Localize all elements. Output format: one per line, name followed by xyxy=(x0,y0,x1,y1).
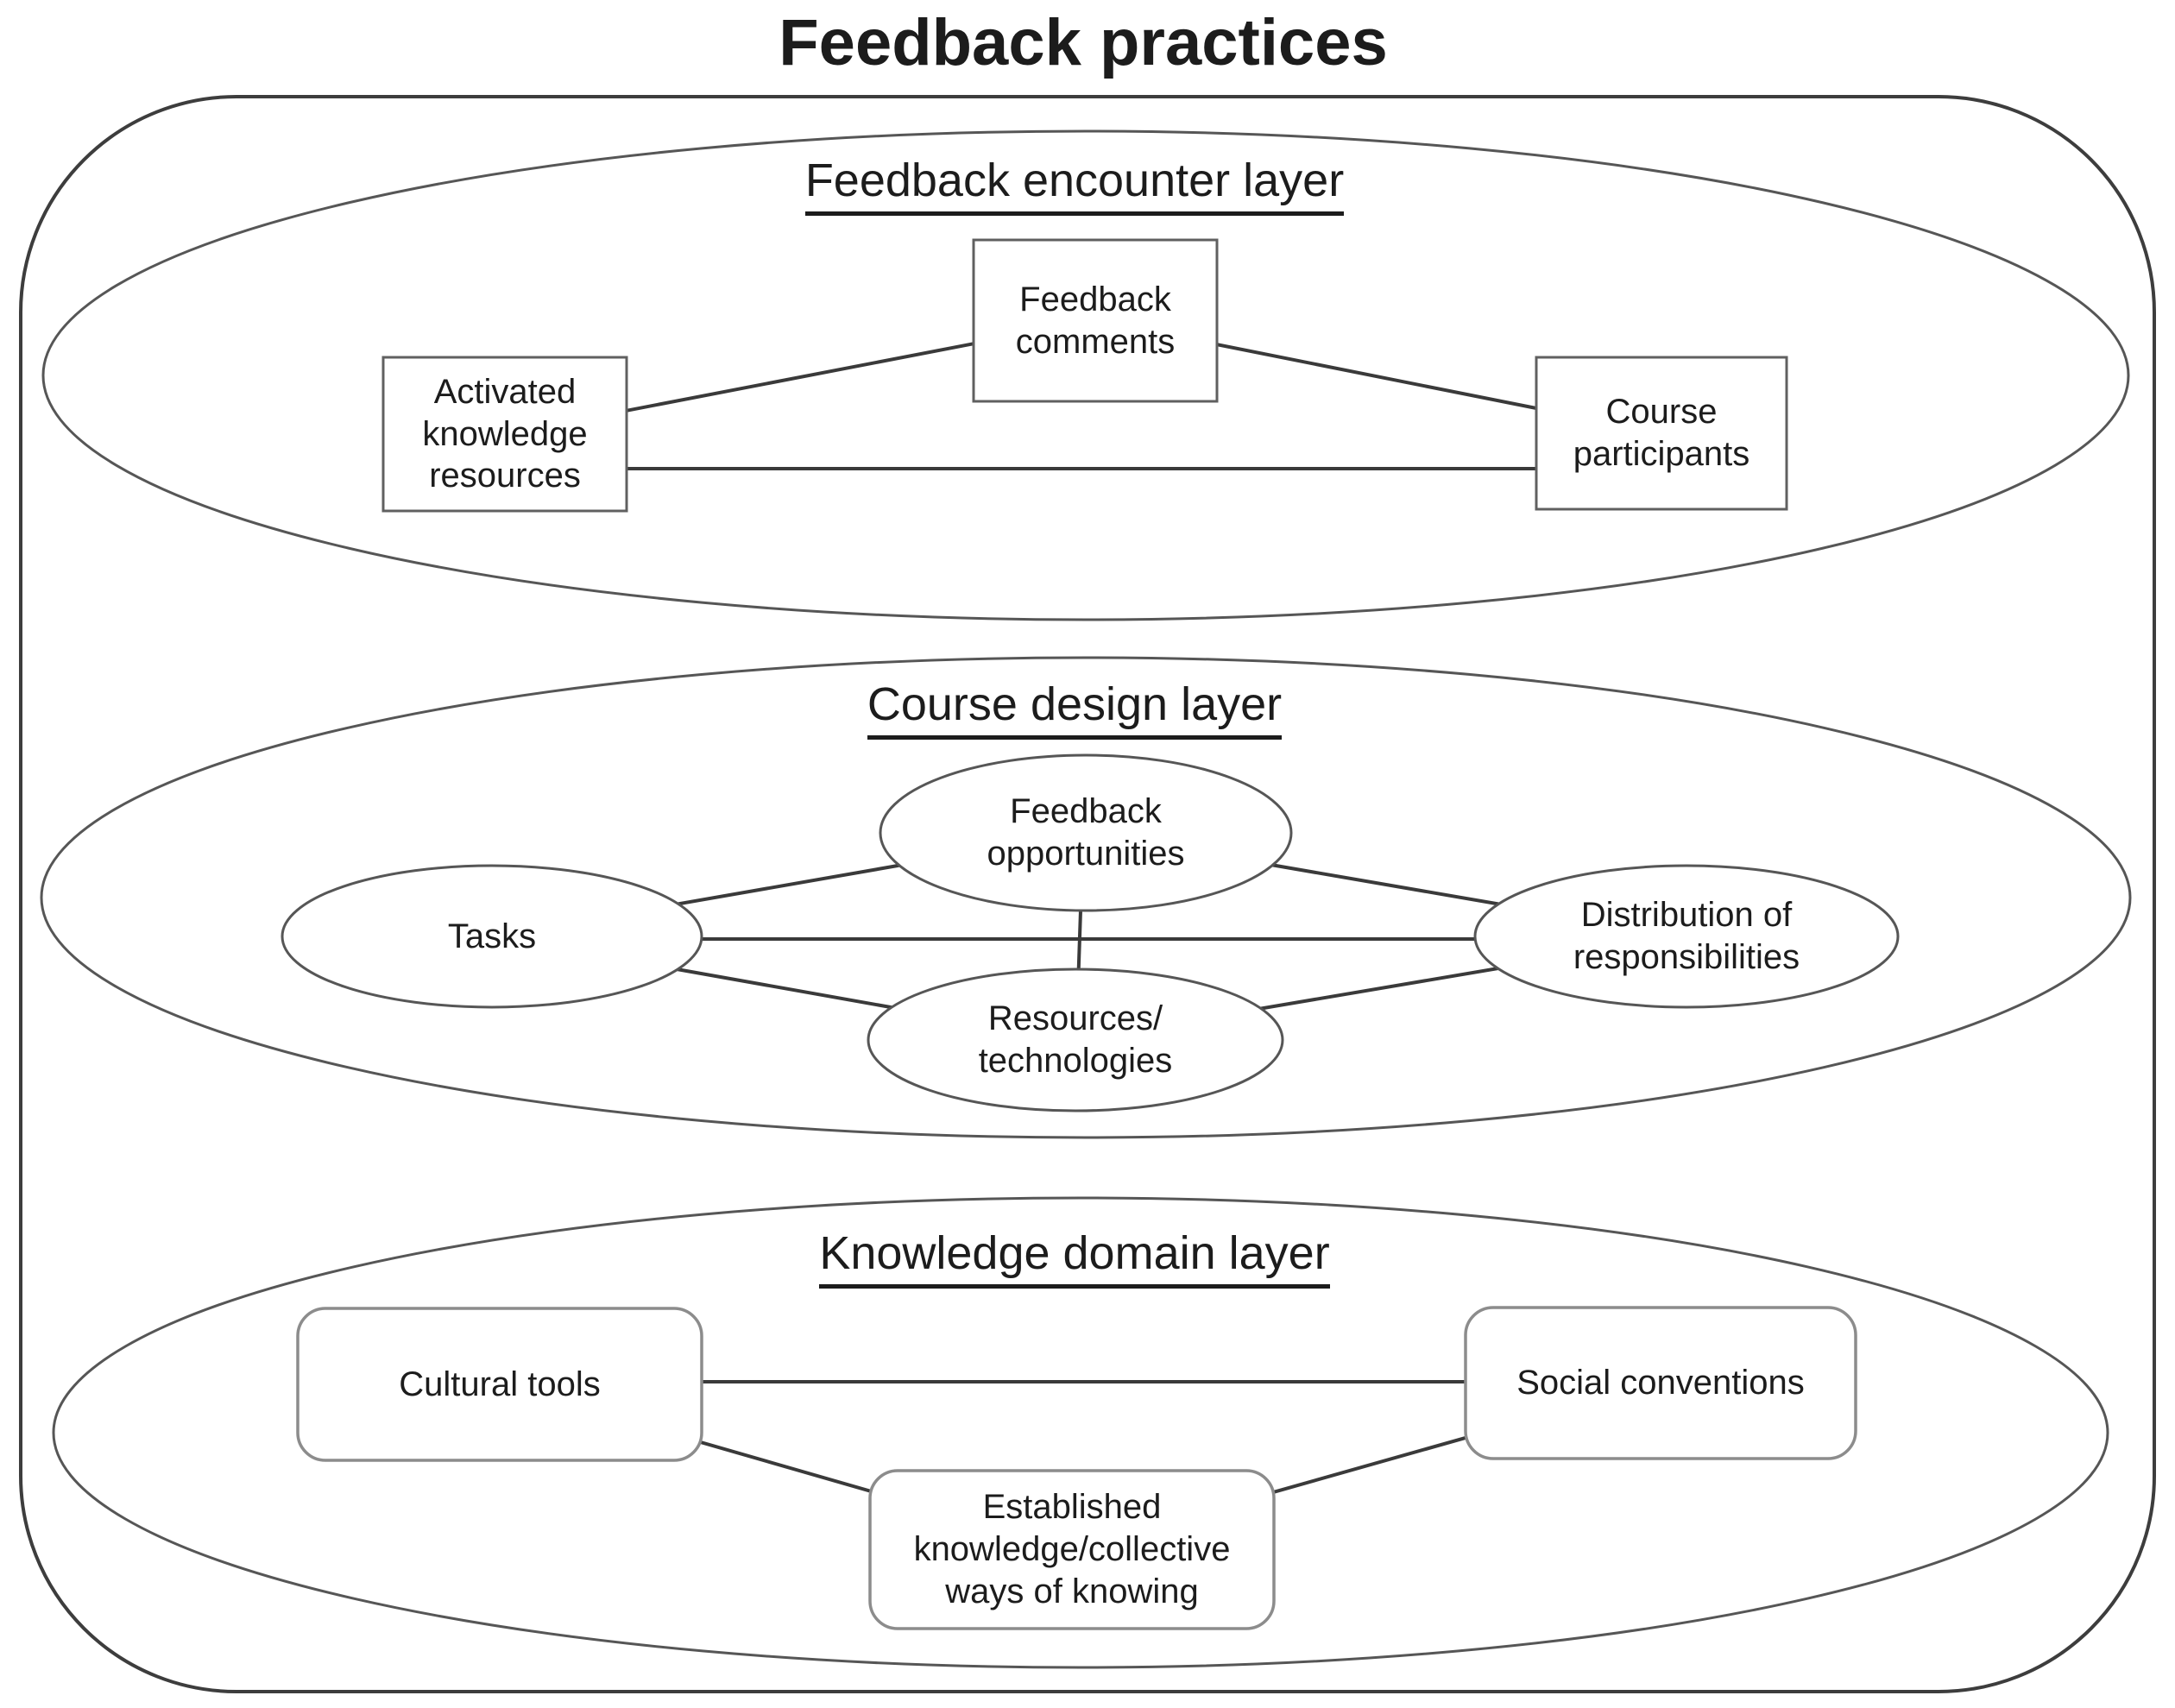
layer-title-feedback-encounter-text: Feedback encounter layer xyxy=(804,154,1345,216)
feedback-encounter-layer-ellipse xyxy=(41,129,2130,621)
node-feedback-opportunities xyxy=(879,753,1293,912)
layer-title-knowledge-domain-text: Knowledge domain layer xyxy=(819,1226,1330,1289)
node-activated-knowledge-resources xyxy=(381,356,628,513)
node-feedback-comments xyxy=(972,238,1219,403)
figure-title: Feedback practices xyxy=(779,6,1388,79)
node-label-course-participants: Course participants xyxy=(1573,393,1750,473)
knowledge-domain-layer-ellipse xyxy=(52,1196,2109,1669)
node-social-conventions xyxy=(1464,1306,1857,1460)
outer-boundary xyxy=(19,95,2156,1693)
course-design-layer-ellipse xyxy=(40,656,2132,1139)
node-label-resources-technologies: Resources/ technologies xyxy=(978,999,1173,1080)
node-distribution-of-responsibilities xyxy=(1473,864,1900,1009)
node-label-feedback-opportunities: Feedback opportunities xyxy=(987,792,1185,873)
layer-title-course-design: Course design layer xyxy=(557,678,1592,755)
node-course-participants xyxy=(1535,356,1788,511)
node-label-social-conventions: Social conventions xyxy=(1516,1364,1805,1402)
layer-title-course-design-text: Course design layer xyxy=(867,678,1283,740)
node-tasks xyxy=(281,864,703,1009)
node-label-activated-knowledge-resources: Activated knowledge resources xyxy=(422,372,588,495)
node-label-established-knowledge: Established knowledge/collective ways of… xyxy=(913,1488,1231,1610)
node-label-distribution-of-responsibilities: Distribution of responsibilities xyxy=(1573,896,1800,976)
node-label-tasks: Tasks xyxy=(447,917,537,955)
node-cultural-tools xyxy=(296,1307,703,1462)
layer-title-knowledge-domain: Knowledge domain layer xyxy=(557,1226,1592,1304)
node-established-knowledge xyxy=(868,1469,1276,1630)
node-label-feedback-comments: Feedback comments xyxy=(1015,280,1176,361)
node-label-cultural-tools: Cultural tools xyxy=(399,1365,601,1403)
node-resources-technologies xyxy=(867,967,1284,1112)
layer-title-feedback-encounter: Feedback encounter layer xyxy=(557,154,1592,231)
